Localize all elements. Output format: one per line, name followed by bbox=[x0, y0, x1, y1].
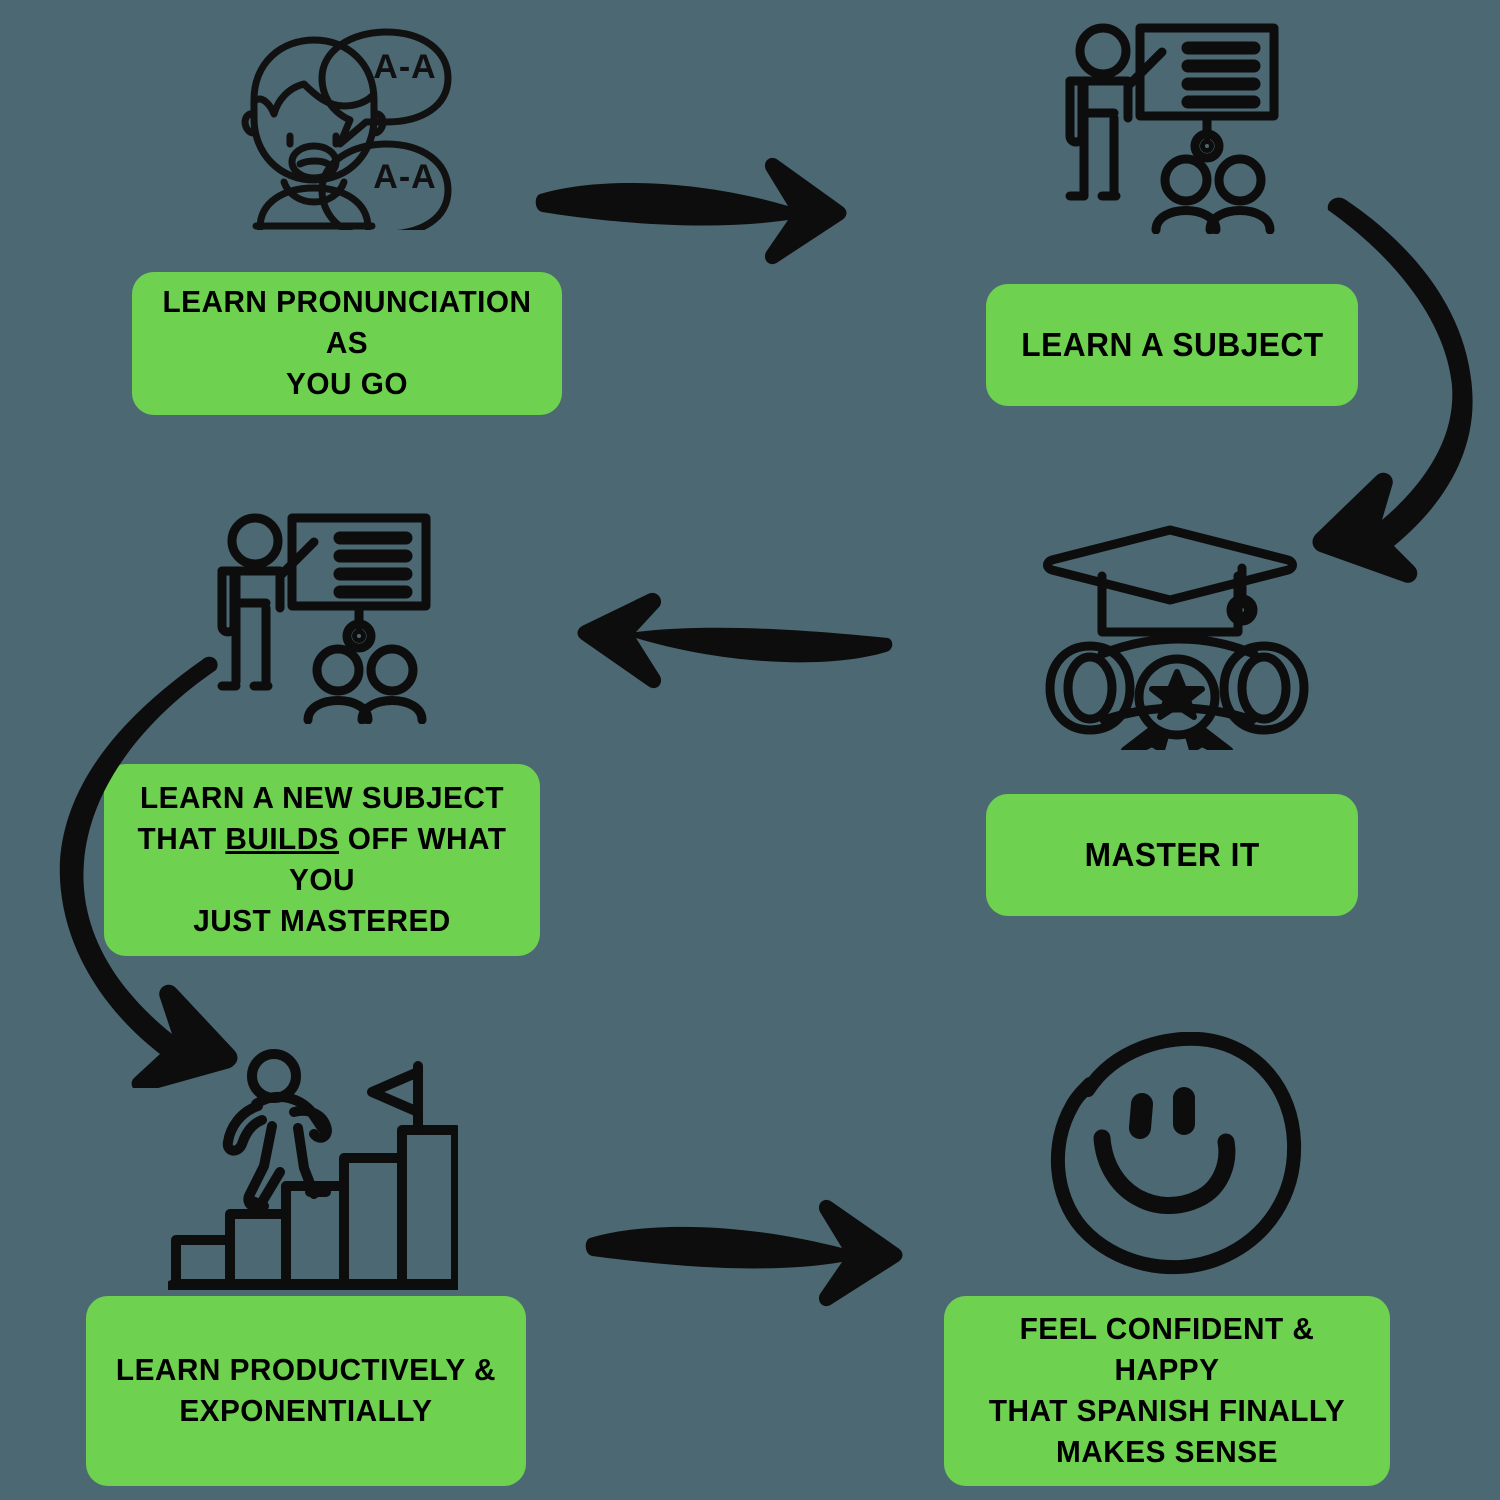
step-4-label-line-3: JUST MASTERED bbox=[193, 902, 451, 938]
step-2-label: LEARN A SUBJECT bbox=[1021, 323, 1323, 367]
step-2-label-box[interactable]: LEARN A SUBJECT bbox=[986, 284, 1358, 406]
step-1-label-line-1: LEARN PRONUNCIATION AS bbox=[162, 284, 532, 361]
teacher-presentation-icon bbox=[1062, 18, 1288, 234]
step-6-label-line-3: MAKES SENSE bbox=[1056, 1433, 1278, 1469]
step-3-label-line-1: MASTER IT bbox=[1084, 836, 1260, 874]
step-4-label-line-2a: THAT bbox=[137, 821, 226, 857]
step-1-label-line-2: YOU GO bbox=[286, 365, 408, 401]
step-4-label: LEARN A NEW SUBJECT THAT BUILDS OFF WHAT… bbox=[128, 778, 516, 942]
arrow-right-icon bbox=[530, 150, 850, 270]
speech-bubble-bottom-text: A-A bbox=[373, 158, 437, 196]
graduation-diploma-icon bbox=[1042, 522, 1312, 750]
arrow-curve-down-left-icon bbox=[1290, 180, 1500, 600]
step-6-label-line-2: THAT SPANISH FINALLY bbox=[988, 1393, 1346, 1428]
arrow-right-icon bbox=[578, 1198, 908, 1308]
step-6-label-line-1: FEEL CONFIDENT & HAPPY bbox=[1019, 1311, 1315, 1388]
step-5-label-line-2: EXPONENTIALLY bbox=[179, 1393, 433, 1428]
step-5-label: LEARN PRODUCTIVELY & EXPONENTIALLY bbox=[116, 1350, 496, 1432]
person-climbing-bars-flag-icon bbox=[168, 1044, 458, 1290]
step-5-label-box[interactable]: LEARN PRODUCTIVELY & EXPONENTIALLY bbox=[86, 1296, 526, 1486]
arrow-left-icon bbox=[572, 588, 896, 692]
speech-bubble-top-text: A-A bbox=[373, 48, 437, 86]
step-4-label-line-2c: OFF WHAT YOU bbox=[289, 821, 507, 897]
step-4-label-line-1: LEARN A NEW SUBJECT bbox=[139, 780, 505, 816]
smiley-face-icon bbox=[1044, 1032, 1304, 1278]
arrow-curve-down-right-icon bbox=[22, 636, 242, 1088]
teacher-presentation-icon bbox=[214, 508, 440, 724]
step-6-label: FEEL CONFIDENT & HAPPY THAT SPANISH FINA… bbox=[968, 1309, 1365, 1473]
step-5-label-line-1: LEARN PRODUCTIVELY & bbox=[115, 1352, 497, 1388]
step-3-label: MASTER IT bbox=[1084, 833, 1259, 877]
step-1-label: LEARN PRONUNCIATION AS YOU GO bbox=[156, 282, 538, 405]
step-4-emphasis-word: BUILDS bbox=[225, 821, 340, 857]
speaking-person-icon bbox=[232, 22, 460, 230]
step-3-label-box[interactable]: MASTER IT bbox=[986, 794, 1358, 916]
step-2-label-line-1: LEARN A SUBJECT bbox=[1020, 326, 1324, 364]
step-1-label-box[interactable]: LEARN PRONUNCIATION AS YOU GO bbox=[132, 272, 562, 415]
step-4-label-line-2: THAT BUILDS OFF WHAT YOU bbox=[138, 821, 507, 897]
step-4-label-box[interactable]: LEARN A NEW SUBJECT THAT BUILDS OFF WHAT… bbox=[104, 764, 540, 956]
step-6-label-box[interactable]: FEEL CONFIDENT & HAPPY THAT SPANISH FINA… bbox=[944, 1296, 1390, 1486]
